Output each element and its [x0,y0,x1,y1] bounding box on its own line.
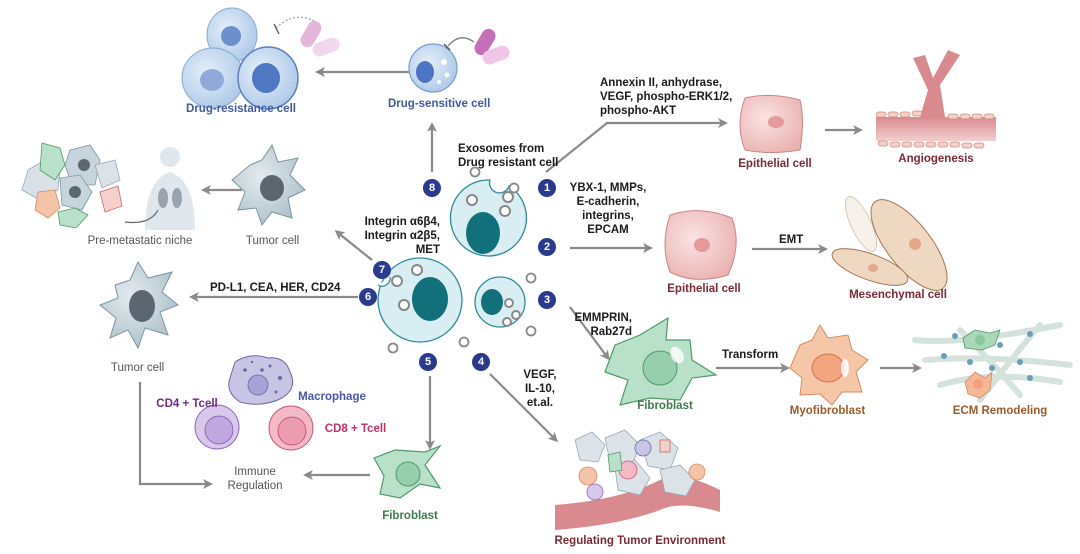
cd4-tcell-illustration [194,404,240,450]
angiogenesis-label: Angiogenesis [898,153,974,165]
fibroblast-right-label: Fibroblast [637,400,693,412]
badge-7: 7 [373,261,391,279]
pathway-2-molecules: YBX-1, MMPs, E-cadherin, integrins, EPCA… [569,182,647,236]
cd8-tcell-label: CD8 + Tcell [324,423,387,435]
transform-label: Transform [722,349,779,361]
exosome [525,272,537,284]
exosome [508,182,520,194]
pre-metastatic-niche-label: Pre-metastatic niche [87,235,193,247]
human-silhouette-icon [145,147,195,230]
epithelial-cell-2-illustration [664,210,737,280]
epithelial-cell-1-illustration [739,94,803,153]
macrophage-label: Macrophage [298,391,366,403]
ecm-illustration [912,322,1073,403]
myofibroblast-illustration [789,323,869,406]
exosome [469,166,481,178]
badge-2: 2 [538,238,556,256]
immune-cells-illustration [194,355,314,451]
tumor-cell-top-label: Tumor cell [245,235,300,247]
macrophage-illustration [228,355,294,405]
arrow-1-epithelial [545,118,728,173]
exosomes [387,166,537,354]
immune-regulation-label-line1: Immune [234,466,276,478]
drug-sensitive-cell-illustration [408,28,510,93]
drug-sensitive-cell-label: Drug-sensitive cell [388,98,491,110]
fibroblast-bottom-illustration [373,444,442,499]
pathway-6-molecules: PD-L1, CEA, HER, CD24 [210,282,341,294]
tumor-cell-top-illustration [231,143,306,227]
pathway-7-molecules: Integrin α6β4, Integrin α2β5, MET [364,216,440,256]
tumor-cell-large-top [449,179,528,257]
badge-4: 4 [472,353,490,371]
tumor-cell-small [474,276,526,328]
ecm-remodeling-label: ECM Remodeling [952,405,1048,417]
badge-1: 1 [538,179,556,197]
mesenchymal-cells-illustration [831,195,948,291]
badge-8: 8 [423,179,441,197]
badge-6: 6 [359,288,377,306]
pathway-1-molecules: Annexin II, anhydrase, VEGF, phospho-ERK… [600,77,733,117]
tumor-environment-illustration [555,429,720,530]
epithelial-cell-1-label: Epithelial cell [738,158,812,170]
fibroblast-right-illustration [604,316,718,406]
arrows [138,67,922,489]
pathway-4-molecules: VEGF, IL-10, et.al. [523,369,557,409]
central-tumor-cells [377,166,537,354]
drug-resistance-cell-label: Drug-resistance cell [186,103,296,115]
arrow-3-fibroblast [569,306,610,361]
pathway-8-molecules: Exosomes from Drug resistant cell [458,143,559,169]
pill-icon [300,20,340,57]
regulating-tumor-environment-label: Regulating Tumor Environment [554,535,726,547]
badge-3: 3 [538,291,556,309]
tumor-cell-left-illustration [99,260,179,350]
badge-5: 5 [419,353,437,371]
fibroblast-bottom-label: Fibroblast [382,510,438,522]
cd8-tcell-illustration [268,405,314,451]
arrow-4-tumor-env [489,373,559,443]
angiogenesis-illustration [875,50,996,149]
exosome [387,342,399,354]
tumor-cell-large-left [377,257,463,343]
exosome [525,325,537,337]
drug-resistance-cells-illustration [181,7,340,110]
arrow-7-tumor [334,230,373,261]
exosome [458,336,470,348]
arrow-tumor-immune [138,382,213,489]
tumor-cell-left-label: Tumor cell [110,362,165,374]
cd4-tcell-label: CD4 + Tcell [156,398,218,410]
epithelial-cell-2-label: Epithelial cell [667,283,741,295]
mesenchymal-cell-label: Mesenchymal cell [849,289,947,301]
myofibroblast-label: Myofibroblast [789,405,866,417]
pre-metastatic-niche-illustration [21,142,195,230]
emt-label: EMT [779,234,804,246]
pathway-3-molecules: EMMPRIN, Rab27d [574,312,633,338]
immune-regulation-label-line2: Regulation [227,480,283,492]
pill-icon [474,28,510,65]
